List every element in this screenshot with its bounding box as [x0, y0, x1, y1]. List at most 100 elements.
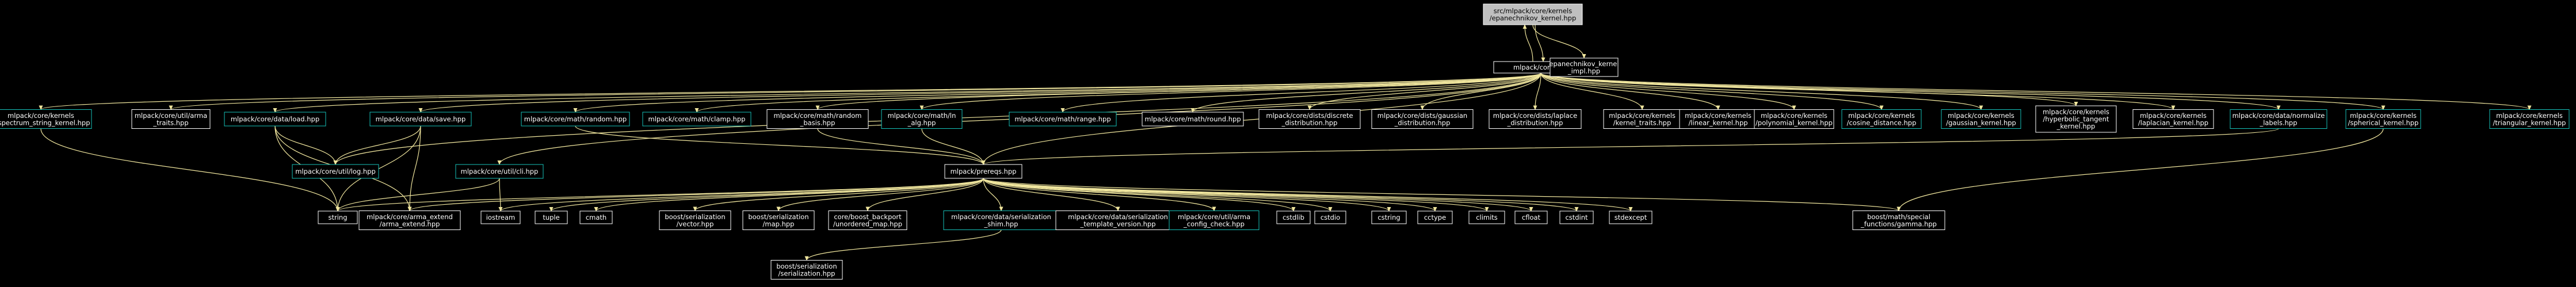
node-root: src/mlpack/core/kernels/epanechnikov_ker… — [1483, 3, 1583, 25]
node-clamp[interactable]: mlpack/core/math/clamp.hpp — [642, 112, 751, 127]
node-cosine[interactable]: mlpack/core/kernels/cosine_distance.hpp — [1841, 109, 1922, 129]
edge-core-to-lnalg — [919, 72, 1541, 110]
node-lnalg[interactable]: mlpack/core/math/ln_alg.hpp — [881, 109, 963, 129]
node-box — [1468, 211, 1505, 224]
node-cstdlib: cstdlib — [1276, 211, 1311, 224]
node-label-line: _kernel.hpp — [2056, 123, 2096, 131]
edge-normalize-to-prereqs — [982, 128, 2279, 165]
node-box — [881, 109, 963, 129]
node-box — [2035, 105, 2117, 133]
node-label-line: mlpack/core/math/ln — [888, 112, 956, 120]
node-box — [2345, 109, 2421, 129]
node-spherical[interactable]: mlpack/core/kernels/spherical_kernel.hpp — [2345, 109, 2421, 129]
node-label-line: iostream — [486, 213, 516, 221]
node-gauss[interactable]: mlpack/core/kernels/gaussian_kernel.hpp — [1941, 109, 2021, 129]
node-shim[interactable]: mlpack/core/data/serialization_shim.hpp — [943, 211, 1059, 230]
node-box — [770, 260, 843, 280]
edge-core-to-random — [573, 72, 1541, 113]
node-label-line: mlpack/core/kernels — [1685, 112, 1751, 120]
node-label-line: /triangular_kernel.hpp — [2493, 118, 2566, 127]
node-label-line: mlpack/core/math/round.hpp — [1144, 115, 1241, 123]
node-label-line: mlpack/core/math/random.hpp — [524, 115, 627, 123]
node-label-line: string — [328, 213, 347, 221]
node-label-line: cstring — [1377, 213, 1400, 221]
node-save[interactable]: mlpack/core/data/save.hpp — [369, 112, 472, 127]
node-stdexcept: stdexcept — [1609, 211, 1653, 224]
node-box — [535, 211, 568, 224]
node-cstdint: cstdint — [1559, 211, 1594, 224]
node-ktraits: mlpack/core/kernels/kernel_traits.hpp — [1603, 109, 1681, 129]
edge-shim-to-bser — [804, 229, 1002, 261]
node-box — [766, 109, 869, 129]
node-cli[interactable]: mlpack/core/util/cli.hpp — [455, 164, 544, 179]
edge-core-to-save — [418, 72, 1541, 113]
edge-core-to-gdist — [1420, 72, 1541, 110]
node-label-line: mlpack/core/data/serialization — [1068, 213, 1168, 221]
node-armaext: mlpack/core/arma_extend/arma_extend.hpp — [358, 211, 461, 230]
node-label-line: /epanechnikov_kernel.hpp — [1490, 14, 1577, 22]
edge-core-to-rbasis — [815, 72, 1541, 110]
edge-cli-to-iostream — [498, 178, 503, 212]
node-cfgcheck[interactable]: mlpack/core/util/arma_config_check.hpp — [1169, 211, 1260, 230]
node-label-line: _config_check.hpp — [1183, 220, 1245, 228]
node-label-line: tuple — [543, 213, 559, 221]
node-label-line: mlpack/core/math/random — [774, 112, 862, 120]
node-ldist: mlpack/core/dists/laplace_distribution.h… — [1489, 109, 1582, 129]
node-box — [2489, 109, 2570, 129]
node-pspec[interactable]: mlpack/core/kernels/pspectrum_string_ker… — [0, 109, 92, 129]
edge-prereqs-to-shim — [983, 178, 1003, 212]
node-box — [1609, 211, 1653, 224]
node-label-line: mlpack/core/math/clamp.hpp — [648, 115, 746, 123]
edge-core-to-triangular — [1540, 72, 2532, 110]
node-log[interactable]: mlpack/core/util/log.hpp — [292, 164, 379, 179]
node-label-line: mlpack/core/data/save.hpp — [376, 115, 466, 123]
node-box — [318, 211, 358, 224]
node-label-line: _distribution.hpp — [1394, 118, 1451, 127]
node-box — [1142, 112, 1244, 127]
node-label-line: cmath — [586, 213, 606, 221]
node-box — [579, 211, 613, 224]
node-box — [480, 211, 521, 224]
node-label-line: stdexcept — [1615, 213, 1647, 221]
node-gamma: boost/math/special_functions/gamma.hpp — [1852, 211, 1945, 230]
node-box — [1483, 3, 1583, 25]
node-box — [1841, 109, 1922, 129]
node-label-line: mlpack/core/kernels — [1848, 112, 1915, 120]
node-box — [292, 164, 379, 179]
node-range[interactable]: mlpack/core/math/range.hpp — [1009, 112, 1117, 127]
node-layer: src/mlpack/core/kernels/epanechnikov_ker… — [0, 3, 2570, 280]
node-label-line: /pspectrum_string_kernel.hpp — [0, 118, 90, 127]
edge-prereqs-to-cstdint — [983, 178, 1579, 212]
edge-core-to-round — [1190, 72, 1541, 113]
edge-prereqs-to-bvector — [693, 178, 984, 212]
node-string: string — [318, 211, 358, 224]
node-epimpl: epanechnikov_kernel_impl.hpp — [1549, 58, 1619, 77]
node-load[interactable]: mlpack/core/data/load.hpp — [224, 112, 326, 127]
node-box — [1559, 211, 1594, 224]
node-box — [1679, 109, 1757, 129]
node-box — [642, 112, 751, 127]
node-linear: mlpack/core/kernels/linear_kernel.hpp — [1679, 109, 1757, 129]
edge-core-to-ktraits — [1540, 72, 1644, 110]
node-round: mlpack/core/math/round.hpp — [1142, 112, 1244, 127]
node-bvector: boost/serialization/vector.hpp — [659, 211, 731, 230]
edge-core-to-laplacian — [1540, 72, 2176, 110]
node-box — [455, 164, 544, 179]
node-label-line: mlpack/core/dists/laplace — [1493, 112, 1577, 120]
node-normalize[interactable]: mlpack/core/data/normalize_labels.hpp — [2230, 109, 2327, 129]
node-label-line: mlpack/core/kernels — [2140, 112, 2207, 120]
node-poly: mlpack/core/kernels/polynomial_kernel.hp… — [1754, 109, 1834, 129]
node-iostream: iostream — [480, 211, 521, 224]
node-label-line: src/mlpack/core/kernels — [1494, 7, 1572, 15]
node-random[interactable]: mlpack/core/math/random.hpp — [521, 112, 630, 127]
node-triangular[interactable]: mlpack/core/kernels/triangular_kernel.hp… — [2489, 109, 2570, 129]
edge-core-to-linear — [1540, 72, 1720, 110]
edge-core-to-ddist — [1307, 72, 1541, 110]
node-label-line: cstdio — [1321, 213, 1340, 221]
node-label-line: cfloat — [1522, 213, 1541, 221]
node-label-line: climits — [1476, 213, 1498, 221]
edge-prereqs-to-tuple — [549, 178, 984, 212]
edge-prereqs-to-bmap — [776, 178, 984, 212]
edge-save-to-log — [333, 125, 421, 165]
node-box — [1009, 112, 1117, 127]
